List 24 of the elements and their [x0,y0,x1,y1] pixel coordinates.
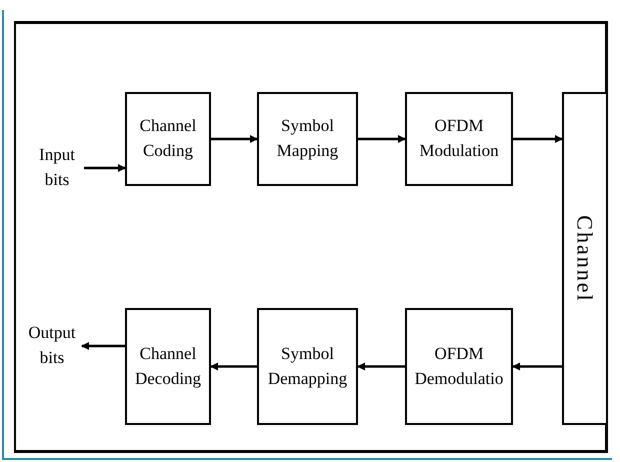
process-box [125,92,211,186]
process-box [405,92,513,186]
process-box [257,308,358,425]
box-label: OFDM Modulation [418,115,500,162]
box-label: Symbol Demapping [266,342,348,390]
box-label: OFDM Demodulatio [414,342,504,390]
arrow [84,164,126,172]
arrow [357,362,405,370]
arrow [512,362,562,370]
process-box [125,308,211,425]
box-label: Channel Coding [138,115,198,162]
arrow [513,135,563,143]
arrow [81,342,125,350]
process-box [257,92,358,186]
io-label: Input bits [38,144,76,191]
arrow [358,135,406,143]
box-label: Channel [572,214,599,302]
io-label: Output bits [27,322,77,369]
arrow [211,135,258,143]
arrow [210,362,257,370]
process-box [405,308,513,425]
channel-box [562,92,608,425]
box-label: Channel Decoding [134,342,202,390]
box-label: Symbol Mapping [276,115,340,162]
